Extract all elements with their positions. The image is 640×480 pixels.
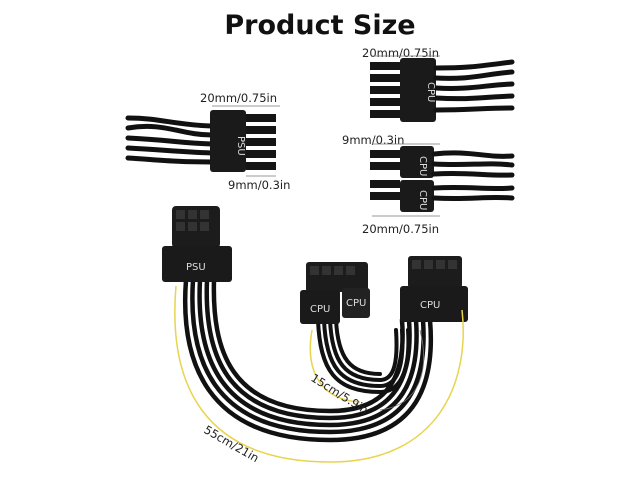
page-title: Product Size <box>224 10 416 41</box>
cpu-bottom-height-label: 20mm/0.75in <box>362 222 440 236</box>
long-cable-length: 55cm/21in <box>202 422 262 465</box>
cpu-connector-label: CPU <box>420 300 440 311</box>
psu-side-label: PSU <box>235 136 246 156</box>
cpu-top-height-label: 20mm/0.75in <box>362 46 440 60</box>
cpu-width-label: 9mm/0.3in <box>342 133 405 147</box>
cpu-connector-top-view: CPU <box>370 55 515 122</box>
cpu-split-label-a: CPU <box>417 156 428 176</box>
cpu-split-connector-view: CPU CPU <box>370 143 515 217</box>
psu-connector-label: PSU <box>186 262 206 273</box>
psu-height-label: 20mm/0.75in <box>200 91 278 105</box>
cable-assembly: PSU CPU CPU CPU <box>162 206 468 463</box>
cpu-split-label-b: CPU <box>417 190 428 210</box>
psu-connector-side-view: PSU <box>125 105 280 177</box>
cpu-top-label: CPU <box>425 82 436 102</box>
psu-width-label: 9mm/0.3in <box>228 178 291 192</box>
cpu-split-bottom-label-a: CPU <box>310 304 330 315</box>
cpu-split-bottom-label-b: CPU <box>346 298 366 309</box>
